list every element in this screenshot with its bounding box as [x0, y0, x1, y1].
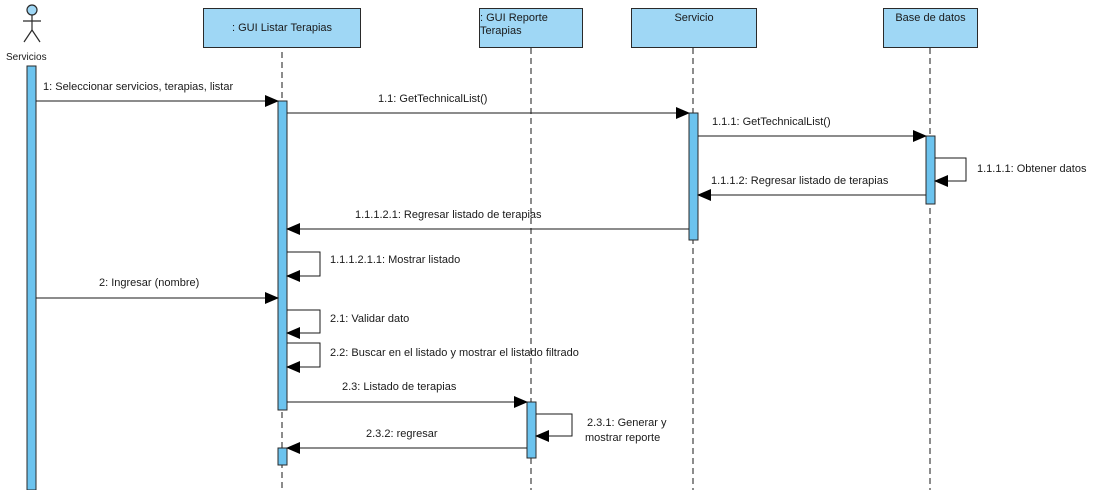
- message-arrow-1-1-1-1: [934, 157, 967, 187]
- message-label-1: 1: Seleccionar servicios, terapias, list…: [43, 81, 234, 93]
- lifeline-name-servicio: Servicio: [674, 12, 714, 24]
- message-label-1-1-1-2: 1.1.1.2: Regresar listado de terapias: [711, 175, 889, 187]
- lifeline-name-gui-listar: : GUI Listar Terapias: [231, 21, 333, 34]
- message-label-2-3-2: 2.3.2: regresar: [366, 428, 438, 440]
- message-label-2: 2: Ingresar (nombre): [99, 277, 200, 289]
- message-arrow-2-2: [286, 342, 321, 373]
- lifeline-header-base-datos: Base de datos: [883, 8, 978, 48]
- message-label-2-3-1-line2: mostrar reporte: [585, 432, 661, 444]
- message-label-1-1-1: 1.1.1: GetTechnicalList(): [712, 116, 831, 128]
- message-label-1-1: 1.1: GetTechnicalList(): [378, 93, 488, 105]
- lifeline-header-gui-listar: : GUI Listar Terapias: [203, 8, 361, 48]
- message-label-2-3: 2.3: Listado de terapias: [342, 381, 457, 393]
- lifeline-header-servicio: Servicio: [631, 8, 757, 48]
- message-label-1-1-1-2-1: 1.1.1.2.1: Regresar listado de terapias: [355, 209, 542, 221]
- activation-servicio: [688, 112, 699, 241]
- lifeline-header-gui-reporte: : GUI Reporte Terapias: [479, 8, 583, 48]
- activation-gui-listar-1: [277, 100, 288, 411]
- lifeline-name-gui-reporte-line2: Terapias: [480, 25, 522, 37]
- message-arrow-1-1-1-2-1-1: [286, 251, 321, 282]
- activation-gui-listar-2: [277, 447, 288, 466]
- lifeline-name-gui-reporte-line1: : GUI Reporte: [480, 12, 548, 24]
- actor-figure: [23, 4, 41, 43]
- lifeline-name-base-datos: Base de datos: [895, 12, 966, 24]
- message-label-2-2: 2.2: Buscar en el listado y mostrar el l…: [330, 347, 579, 359]
- actor-label: Servicios: [6, 52, 47, 63]
- activation-gui-reporte: [526, 401, 537, 459]
- message-label-2-1: 2.1: Validar dato: [330, 313, 410, 325]
- message-label-1-1-1-1: 1.1.1.1: Obtener datos: [977, 163, 1087, 175]
- message-arrow-2-3-1: [535, 413, 573, 442]
- message-label-1-1-1-2-1-1: 1.1.1.2.1.1: Mostrar listado: [330, 254, 461, 266]
- activation-base-datos: [925, 135, 936, 205]
- message-arrow-2-1: [286, 309, 321, 339]
- message-label-2-3-1-line1: 2.3.1: Generar y: [587, 417, 667, 429]
- activation-actor: [26, 65, 37, 490]
